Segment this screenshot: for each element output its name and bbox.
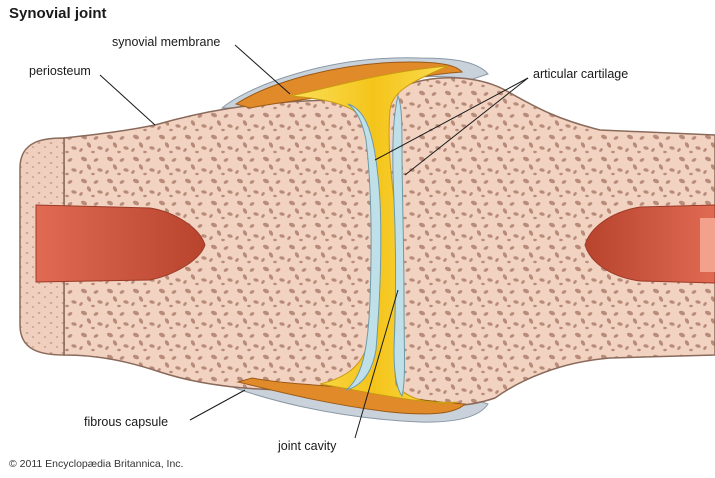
leader-periosteum — [100, 75, 155, 125]
label-fibrous-capsule: fibrous capsule — [84, 415, 168, 429]
label-synovial-membrane: synovial membrane — [112, 35, 220, 49]
copyright-credit: © 2011 Encyclopædia Britannica, Inc. — [9, 458, 183, 470]
leader-fibrous-capsule — [190, 390, 245, 420]
label-articular-cartilage: articular cartilage — [533, 67, 628, 81]
label-periosteum: periosteum — [29, 64, 91, 78]
right-marrow-cut — [700, 218, 715, 272]
label-joint-cavity: joint cavity — [277, 439, 337, 453]
